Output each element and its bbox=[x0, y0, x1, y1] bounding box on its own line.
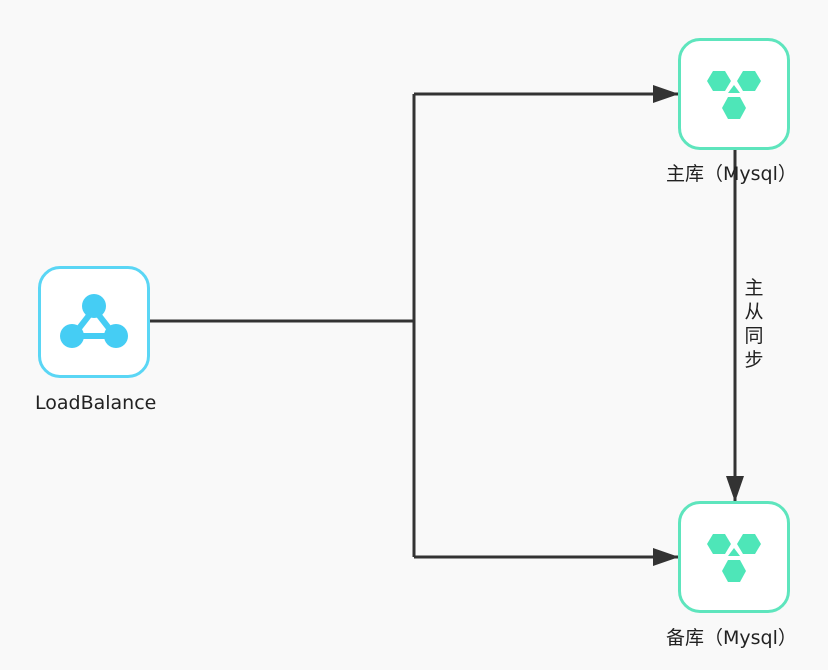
load-balancer-label: LoadBalance bbox=[35, 392, 157, 414]
slave-db-label: 备库（Mysql） bbox=[666, 627, 797, 649]
slave-db-node[interactable] bbox=[678, 501, 790, 613]
master-db-label: 主库（Mysql） bbox=[666, 163, 797, 185]
master-db-node[interactable] bbox=[678, 38, 790, 150]
replication-label: 主从同步 bbox=[742, 276, 766, 372]
database-icon bbox=[707, 71, 761, 119]
database-icon bbox=[707, 534, 761, 582]
load-balancer-node[interactable] bbox=[38, 266, 150, 378]
load-balancer-icon bbox=[60, 294, 128, 348]
